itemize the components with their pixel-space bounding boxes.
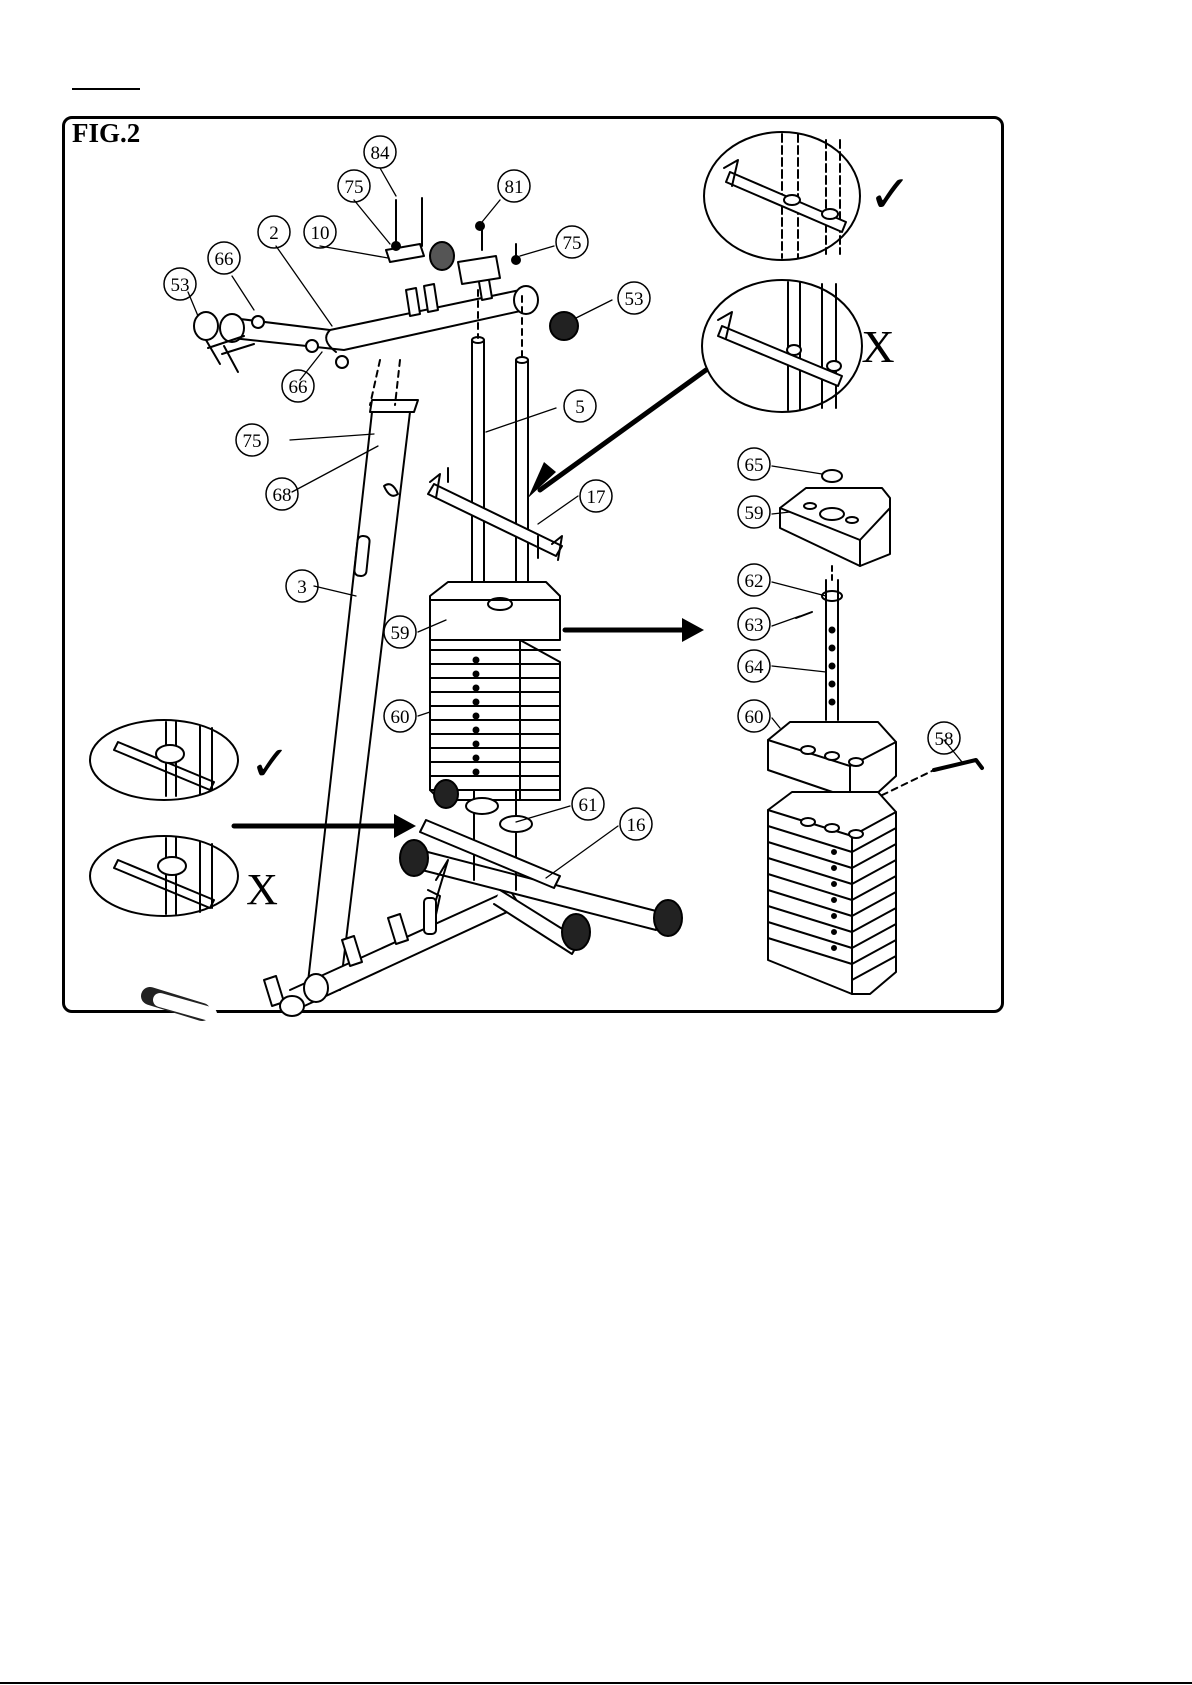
svg-text:75: 75 bbox=[345, 177, 364, 198]
svg-text:66: 66 bbox=[289, 377, 308, 398]
detail-bubble-incorrect-bottom bbox=[90, 836, 238, 916]
svg-text:75: 75 bbox=[243, 431, 262, 452]
callout-64: 64 bbox=[738, 650, 770, 682]
svg-text:10: 10 bbox=[311, 223, 330, 244]
detail-bubble-correct-bottom bbox=[90, 720, 238, 800]
check-mark-bottom: ✓ bbox=[250, 738, 290, 791]
svg-text:17: 17 bbox=[587, 487, 606, 508]
weight-stack bbox=[430, 582, 560, 800]
callout-58: 58 bbox=[928, 722, 960, 754]
callout-66-bottom: 66 bbox=[282, 370, 314, 402]
detail-bubble-correct-top bbox=[704, 132, 860, 260]
callout-5: 5 bbox=[564, 390, 596, 422]
svg-text:3: 3 bbox=[297, 577, 307, 598]
callout-75-top: 75 bbox=[338, 170, 370, 202]
svg-text:53: 53 bbox=[625, 289, 644, 310]
callout-2: 2 bbox=[258, 216, 290, 248]
svg-text:59: 59 bbox=[745, 503, 764, 524]
svg-text:59: 59 bbox=[391, 623, 410, 644]
svg-text:75: 75 bbox=[563, 233, 582, 254]
callout-63: 63 bbox=[738, 608, 770, 640]
svg-text:53: 53 bbox=[171, 275, 190, 296]
svg-text:2: 2 bbox=[269, 223, 279, 244]
callout-59-stack: 59 bbox=[384, 616, 416, 648]
check-mark-top: ✓ bbox=[868, 167, 912, 224]
svg-text:63: 63 bbox=[745, 615, 764, 636]
callout-68: 68 bbox=[266, 478, 298, 510]
arrow-head-base bbox=[394, 814, 416, 838]
callout-16: 16 bbox=[620, 808, 652, 840]
svg-text:60: 60 bbox=[745, 707, 764, 728]
callout-84: 84 bbox=[364, 136, 396, 168]
svg-text:5: 5 bbox=[575, 397, 585, 418]
callout-75-right: 75 bbox=[556, 226, 588, 258]
callout-53-right: 53 bbox=[618, 282, 650, 314]
callout-3: 3 bbox=[286, 570, 318, 602]
footer-rule bbox=[0, 1682, 1192, 1684]
callout-10: 10 bbox=[304, 216, 336, 248]
callout-61: 61 bbox=[572, 788, 604, 820]
svg-text:60: 60 bbox=[391, 707, 410, 728]
svg-text:62: 62 bbox=[745, 571, 764, 592]
callout-59-exploded: 59 bbox=[738, 496, 770, 528]
callout-65: 65 bbox=[738, 448, 770, 480]
svg-text:68: 68 bbox=[273, 485, 292, 506]
arrow-head-plates bbox=[682, 618, 704, 642]
callout-60-exploded: 60 bbox=[738, 700, 770, 732]
detail-bubble-incorrect-top bbox=[702, 280, 862, 412]
callout-17: 17 bbox=[580, 480, 612, 512]
callout-60-stack: 60 bbox=[384, 700, 416, 732]
base-frame bbox=[150, 780, 682, 1016]
svg-text:84: 84 bbox=[371, 143, 391, 164]
svg-text:65: 65 bbox=[745, 455, 764, 476]
cross-mark-bottom: X bbox=[246, 865, 278, 914]
svg-text:58: 58 bbox=[935, 729, 954, 750]
callout-53-left: 53 bbox=[164, 268, 196, 300]
svg-text:16: 16 bbox=[627, 815, 646, 836]
callout-66-top: 66 bbox=[208, 242, 240, 274]
top-crossbar bbox=[194, 198, 578, 372]
callout-81: 81 bbox=[498, 170, 530, 202]
callout-62: 62 bbox=[738, 564, 770, 596]
svg-text:66: 66 bbox=[215, 249, 234, 270]
svg-text:81: 81 bbox=[505, 177, 524, 198]
cross-mark-top: X bbox=[861, 321, 894, 372]
svg-text:61: 61 bbox=[579, 795, 598, 816]
callout-75-post: 75 bbox=[236, 424, 268, 456]
svg-text:64: 64 bbox=[745, 657, 765, 678]
